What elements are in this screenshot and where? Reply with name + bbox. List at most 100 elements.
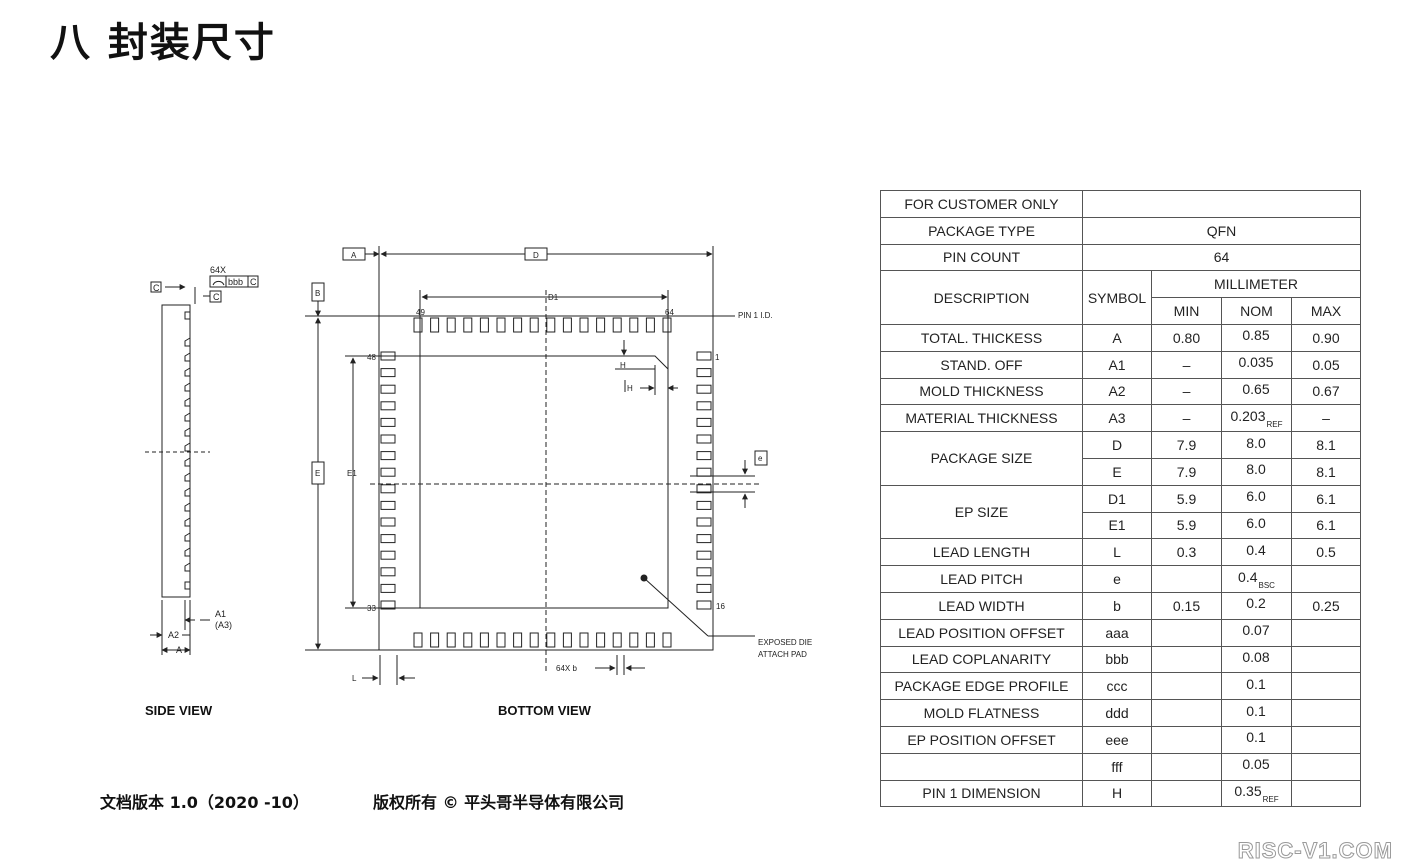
side-lead <box>184 382 191 392</box>
description-cell-text: LEAD LENGTH <box>932 544 1031 561</box>
symbol-cell-text: D1 <box>1108 490 1126 507</box>
header-symbol: SYMBOL <box>1082 270 1152 325</box>
document-version: 文档版本 1.0（2020 -10） <box>100 793 309 812</box>
side-lead <box>184 427 191 437</box>
symbol-cell: E <box>1082 457 1152 486</box>
min-cell <box>1151 645 1222 674</box>
lead-pad-bottom <box>413 632 423 648</box>
table-header-row: DESCRIPTION SYMBOL MILLIMETER <box>880 270 1361 325</box>
lead-pad-left <box>380 417 396 427</box>
min-cell: 0.80 <box>1151 323 1222 352</box>
symbol-cell: b <box>1082 591 1152 620</box>
symbol-cell-text: ccc <box>1106 678 1128 695</box>
min-cell-text: – <box>1182 410 1191 427</box>
side-lead <box>184 532 191 542</box>
nom-cell-text: 0.05 <box>1242 756 1270 773</box>
symbol-cell: E1 <box>1082 511 1152 540</box>
max-cell-text: 0.5 <box>1316 544 1336 561</box>
nom-cell: 8.0 <box>1221 457 1292 486</box>
side-bbb-ref: C <box>250 277 257 287</box>
symbol-cell: e <box>1082 565 1152 593</box>
lead-pad-right <box>696 583 712 593</box>
side-lead <box>184 397 191 407</box>
nom-cell: 0.35REF <box>1221 779 1292 808</box>
symbol-cell: A1 <box>1082 350 1152 379</box>
symbol-cell-text: ddd <box>1105 705 1129 722</box>
table-row: PACKAGE TYPE QFN <box>880 216 1361 245</box>
side-lead <box>184 472 191 482</box>
lead-pad-right <box>696 600 712 610</box>
table-header-row: MIN NOM MAX <box>881 297 1361 325</box>
lead-pad-top <box>645 317 655 333</box>
description-cell: PACKAGE SIZE <box>880 431 1083 486</box>
datum-b: B <box>315 289 320 298</box>
max-cell: 6.1 <box>1291 511 1361 540</box>
nom-qualifier: BSC <box>1258 580 1275 590</box>
symbol-cell-text: E <box>1112 463 1122 480</box>
nom-qualifier: REF <box>1262 794 1279 804</box>
min-cell <box>1151 699 1222 727</box>
max-cell <box>1291 699 1361 727</box>
min-cell-text: – <box>1182 383 1191 400</box>
max-cell-text: – <box>1322 410 1330 427</box>
nom-cell: 0.1 <box>1221 725 1292 754</box>
lead-pad-top <box>496 317 506 333</box>
min-cell: 7.9 <box>1151 431 1222 459</box>
nom-cell-text: 0.08 <box>1242 648 1270 665</box>
min-cell-text: 7.9 <box>1176 463 1197 480</box>
nom-cell: 0.1 <box>1221 699 1292 727</box>
customer-value <box>1082 190 1361 218</box>
min-cell-text: 5.9 <box>1176 490 1197 507</box>
lead-pad-top <box>612 317 622 333</box>
max-cell-text: 8.1 <box>1316 463 1336 480</box>
lead-pad-right <box>696 384 712 394</box>
min-cell-text: 0.80 <box>1172 329 1201 346</box>
lead-pad-left <box>380 384 396 394</box>
lead-pad-top <box>546 317 556 333</box>
description-cell: PIN 1 DIMENSION <box>880 779 1083 808</box>
lead-pad-left <box>380 600 396 610</box>
dim-pitch: e <box>758 454 763 463</box>
description-cell: MOLD FLATNESS <box>880 699 1083 727</box>
lead-pad-bottom <box>546 632 556 648</box>
max-cell: 0.05 <box>1291 350 1361 379</box>
nom-cell: 0.08 <box>1221 645 1292 674</box>
page-title: 八 封装尺寸 <box>50 20 276 66</box>
max-cell <box>1291 725 1361 754</box>
symbol-cell-text: D <box>1111 437 1123 454</box>
symbol-cell-text: A3 <box>1108 410 1126 427</box>
min-cell: – <box>1151 404 1222 433</box>
nom-cell-text: 0.035 <box>1238 354 1274 371</box>
max-cell-text: 0.25 <box>1312 597 1340 614</box>
symbol-cell: D1 <box>1082 484 1152 513</box>
symbol-cell-text: b <box>1113 597 1121 614</box>
symbol-cell: A <box>1082 323 1152 352</box>
max-cell <box>1291 752 1361 781</box>
nom-cell-text: 0.4 <box>1238 568 1258 585</box>
lead-pad-top <box>579 317 589 333</box>
max-cell: – <box>1291 404 1361 433</box>
datum-c-box <box>150 281 162 293</box>
nom-cell-text: 0.07 <box>1242 622 1270 639</box>
symbol-cell-text: L <box>1113 544 1121 561</box>
description-cell-text: PACKAGE SIZE <box>930 450 1033 467</box>
lead-pad-right <box>696 500 712 510</box>
description-cell-text: PIN 1 DIMENSION <box>922 785 1041 802</box>
watermark: RISC-V1.COM <box>1237 838 1393 864</box>
max-cell-text: 6.1 <box>1316 490 1336 507</box>
pin-1-label: 1 <box>715 353 720 362</box>
lead-pad-bottom <box>662 632 672 648</box>
pin-count-value: 64 <box>1082 243 1361 272</box>
lead-pad-left <box>380 500 396 510</box>
min-cell <box>1151 779 1222 808</box>
side-a1: A1 <box>215 609 226 619</box>
header-max: MAX <box>1291 297 1361 325</box>
symbol-cell-text: aaa <box>1105 624 1129 641</box>
dim-d1: D1 <box>548 293 559 302</box>
dim-e: E <box>315 469 320 478</box>
min-cell <box>1151 565 1222 593</box>
